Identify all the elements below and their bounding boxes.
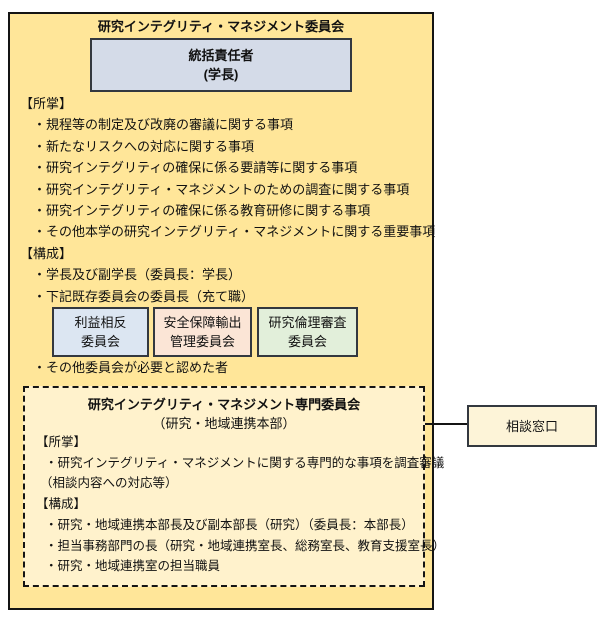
subcommittee-box-conflict-of-interest: 利益相反 委員会 [52,307,149,357]
jurisdiction-note: （相談内容への対応等） [40,476,178,491]
director-title: 統括責任者 [188,48,254,63]
subcommittee-label: 利益相反 [74,315,127,330]
composition-item: ・学長及び副学長（委員長：学長） [33,267,242,283]
composition-header: 【構成】 [36,497,87,512]
committee-box: 研究インテグリティ・マネジメント委員会 統括責任者 (学長) 【所掌】 ・規程等… [8,12,445,610]
composition-item: ・下記既存委員会の委員長（充て職） [33,288,255,304]
subcommittee-label: 安全保障輸出 [163,315,242,330]
expert-committee-detail-list: 【所掌】 ・研究インテグリティ・マネジメントに関する専門的な事項を調査審議 （相… [36,432,445,577]
composition-header: 【構成】 [20,245,73,261]
jurisdiction-item: ・研究インテグリティの確保に係る教育研修に関する事項 [33,203,371,219]
expert-committee-title: 研究インテグリティ・マネジメント専門委員会 [87,397,361,412]
expert-committee-box: 研究インテグリティ・マネジメント専門委員会 （研究・地域連携本部） 【所掌】 ・… [23,386,445,587]
director-subtitle: (学長) [203,67,239,82]
director-box: 統括責任者 (学長) [90,38,352,92]
composition-item: ・研究・地域連携本部長及び副本部長（研究）（委員長：本部長） [45,517,414,532]
jurisdiction-item: ・研究インテグリティ・マネジメントに関する専門的な事項を調査審議 [45,455,445,470]
connector-line [425,423,467,425]
committee-detail-list: 【所掌】 ・規程等の制定及び改廃の審議に関する事項 ・新たなリスクへの対応に関す… [20,93,435,307]
jurisdiction-item: ・研究インテグリティ・マネジメントのための調査に関する事項 [33,181,410,197]
jurisdiction-item: ・研究インテグリティの確保に係る要請等に関する事項 [33,160,358,176]
jurisdiction-item: ・新たなリスクへの対応に関する事項 [33,138,255,154]
subcommittee-label: 委員会 [80,334,120,349]
jurisdiction-header: 【所掌】 [20,96,73,111]
jurisdiction-item: ・規程等の制定及び改廃の審議に関する事項 [33,117,294,133]
composition-item: ・研究・地域連携室の担当職員 [45,559,221,574]
subcommittee-label: 管理委員会 [169,334,235,349]
other-member-note: ・その他委員会が必要と認めた者 [33,360,229,375]
subcommittee-label: 研究倫理審査 [268,315,347,330]
jurisdiction-header: 【所掌】 [36,435,87,449]
jurisdiction-item: ・その他本学の研究インテグリティ・マネジメントに関する重要事項 [33,224,436,240]
committee-title: 研究インテグリティ・マネジメント委員会 [97,19,345,34]
consult-window-label: 相談窓口 [505,418,558,434]
subcommittee-box-export-control: 安全保障輸出 管理委員会 [153,307,252,357]
subcommittee-box-research-ethics: 研究倫理審査 委員会 [257,307,358,357]
expert-committee-subtitle: （研究・地域連携本部） [152,416,296,431]
composition-item: ・担当事務部門の長（研究・地域連携室長、総務室長、教育支援室長） [45,538,446,553]
consult-window-box: 相談窓口 [467,405,597,447]
subcommittee-label: 委員会 [287,334,327,349]
